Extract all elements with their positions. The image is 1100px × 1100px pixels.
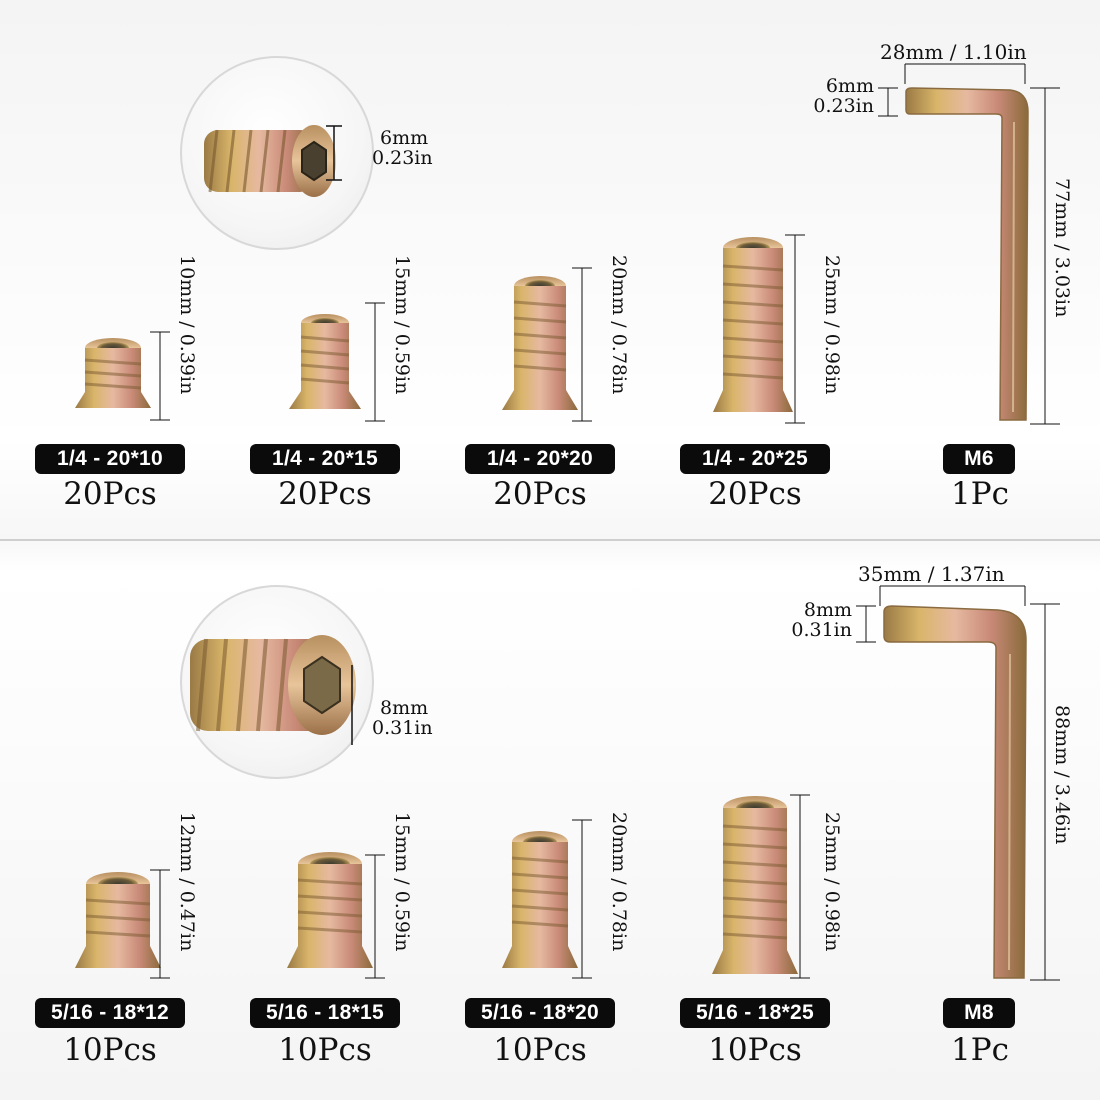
quantity-label: 1Pc [951, 1032, 1009, 1068]
zoom-hex-size-row1: 6mm 0.23in [372, 128, 433, 168]
size-tag: 1/4 - 20*25 [680, 444, 830, 474]
wrench-hex-in: 0.31in [791, 619, 852, 641]
insert-dimension-label: 15mm / 0.59in [391, 812, 413, 952]
dimension-bracket [879, 585, 1026, 606]
insert-dimension-label: 20mm / 0.78in [608, 255, 630, 395]
threaded-insert-image [289, 314, 361, 409]
size-tag: 1/4 - 20*20 [465, 444, 615, 474]
threaded-insert-image [502, 276, 578, 410]
wrench-width-label: 35mm / 1.37in [858, 562, 1005, 586]
quantity-label: 10Pcs [278, 1032, 372, 1068]
wrench-hex-label: 8mm 0.31in [778, 600, 852, 640]
wrench-hex-in: 0.23in [813, 95, 874, 117]
quantity-label: 1Pc [951, 476, 1009, 512]
threaded-insert-image [713, 237, 793, 412]
insert-dimension-label: 15mm / 0.59in [391, 255, 413, 395]
hex-key-image [905, 87, 1029, 421]
size-tag: 5/16 - 18*25 [680, 998, 830, 1028]
quantity-label: 10Pcs [63, 1032, 157, 1068]
hex-in-label: 0.23in [372, 147, 433, 169]
hex-mm-label: 6mm [380, 127, 429, 149]
wrench-width-label: 28mm / 1.10in [880, 40, 1027, 64]
dimension-bracket [572, 819, 592, 979]
insert-closeup-image [204, 125, 342, 197]
threaded-insert-image [75, 338, 151, 408]
size-tag: 1/4 - 20*15 [250, 444, 400, 474]
size-tag: 5/16 - 18*20 [465, 998, 615, 1028]
size-tag: M8 [943, 998, 1015, 1028]
threaded-insert-image [502, 831, 578, 968]
dimension-bracket [572, 267, 592, 422]
insert-dimension-label: 25mm / 0.98in [821, 812, 843, 952]
quantity-label: 10Pcs [493, 1032, 587, 1068]
dimension-bracket [785, 234, 805, 424]
insert-dimension-label: 10mm / 0.39in [176, 255, 198, 395]
insert-dimension-label: 20mm / 0.78in [608, 812, 630, 952]
wrench-hex-mm: 8mm [803, 599, 852, 621]
size-tag: M6 [943, 444, 1015, 474]
threaded-insert-image [75, 872, 161, 968]
wrench-length-label: 88mm / 3.46in [1051, 705, 1073, 845]
threaded-insert-image [287, 852, 373, 968]
dimension-bracket [790, 794, 810, 979]
quantity-label: 10Pcs [708, 1032, 802, 1068]
threaded-insert-image [712, 796, 798, 974]
dimension-bracket [1030, 87, 1060, 425]
dimension-bracket [365, 854, 385, 979]
quantity-label: 20Pcs [278, 476, 372, 512]
dimension-bracket [878, 87, 898, 117]
zoom-circle-row2 [180, 585, 374, 779]
hex-key-image [883, 605, 1027, 979]
quantity-label: 20Pcs [708, 476, 802, 512]
size-tag: 5/16 - 18*15 [250, 998, 400, 1028]
insert-dimension-label: 25mm / 0.98in [821, 255, 843, 395]
hex-in-label: 0.31in [372, 717, 433, 739]
quantity-label: 20Pcs [493, 476, 587, 512]
quantity-label: 20Pcs [63, 476, 157, 512]
row-divider [0, 539, 1100, 541]
wrench-hex-label: 6mm 0.23in [802, 76, 874, 116]
dimension-bracket [904, 63, 1026, 84]
insert-dimension-label: 12mm / 0.47in [176, 812, 198, 952]
hex-mm-label: 8mm [380, 697, 429, 719]
size-tag: 1/4 - 20*10 [35, 444, 185, 474]
wrench-hex-mm: 6mm [825, 75, 874, 97]
zoom-circle-row1 [180, 56, 374, 250]
dimension-bracket [150, 869, 170, 979]
size-tag: 5/16 - 18*12 [35, 998, 185, 1028]
dimension-bracket [1030, 603, 1060, 981]
dimension-bracket [856, 605, 876, 643]
dimension-bracket [150, 331, 170, 421]
dimension-bracket [365, 302, 385, 422]
wrench-length-label: 77mm / 3.03in [1051, 178, 1073, 318]
insert-closeup-image [190, 635, 356, 745]
zoom-hex-size-row2: 8mm 0.31in [372, 698, 433, 738]
